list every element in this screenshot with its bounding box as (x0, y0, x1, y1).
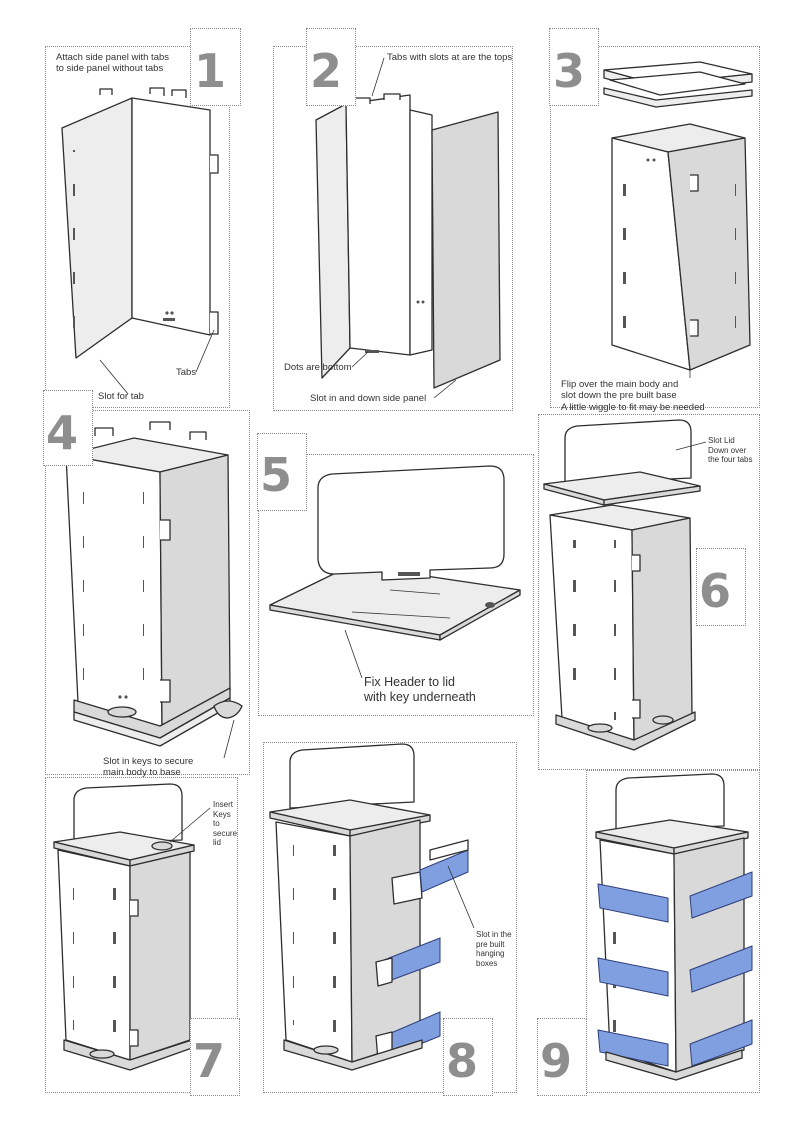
leader-line (433, 379, 457, 399)
step-6-number-box (696, 548, 746, 626)
step-3-panel (550, 46, 760, 408)
step-5-number-box (257, 433, 307, 511)
step-5-illustration (269, 465, 521, 679)
step-8-number: 8 (446, 1034, 479, 1088)
step-1-number-box (190, 28, 241, 106)
step-8-instruction: Slot in the pre built hanging boxes (476, 930, 512, 968)
step-1-tabs-label: Tabs (176, 367, 197, 378)
step-8-panel (263, 742, 517, 1093)
step-4-number: 4 (46, 406, 79, 460)
step-4-instruction: Slot in keys to secure main body to base (103, 756, 194, 779)
step-5-instruction: Fix Header to lid with key underneath (364, 675, 476, 704)
step-7-panel (45, 777, 238, 1093)
step-5-number: 5 (260, 448, 293, 502)
step-8-illustration (269, 743, 475, 1071)
step-8-number-box (443, 1018, 493, 1096)
step-9-panel (586, 770, 760, 1093)
step-2-illustration (315, 93, 501, 389)
step-9-number: 9 (540, 1034, 573, 1088)
step-3-number-box (549, 28, 599, 106)
step-1-instruction: Attach side panel with tabs to side pane… (56, 52, 170, 75)
leader-line (371, 57, 385, 97)
step-3-number: 3 (553, 44, 586, 98)
step-3-instruction: Flip over the main body and slot down th… (561, 379, 705, 413)
step-1-panel (45, 46, 230, 408)
step-9-number-box (537, 1018, 587, 1096)
step-2-number-box (306, 28, 356, 106)
step-6-instruction: Slot Lid Down over the four tabs (708, 436, 753, 465)
step-2-tabs-label: Tabs with slots at are the tops (387, 52, 513, 63)
leader-line (195, 329, 215, 373)
step-5-panel (258, 454, 534, 716)
step-2-panel (273, 46, 513, 411)
step-2-slot-label: Slot in and down side panel (310, 393, 427, 404)
step-6-number: 6 (699, 564, 732, 618)
step-2-dots-label: Dots are bottom (284, 362, 352, 373)
step-2-number: 2 (310, 44, 343, 98)
step-4-illustration (65, 421, 243, 747)
step-7-number-box (190, 1018, 240, 1096)
step-6-panel (538, 414, 760, 770)
step-4-number-box (43, 390, 93, 466)
step-1-illustration (61, 87, 219, 359)
step-6-illustration (543, 419, 707, 751)
leader-line (99, 359, 129, 395)
step-1-slot-label: Slot for tab (98, 391, 144, 402)
leader-line (351, 351, 369, 368)
step-7-instruction: Insert Keys to secure lid (213, 800, 238, 848)
step-7-illustration (53, 783, 211, 1071)
leader-line (223, 719, 235, 759)
step-9-illustration (595, 773, 753, 1081)
step-3-illustration (603, 61, 753, 371)
step-7-number: 7 (193, 1034, 226, 1088)
step-4-panel (45, 410, 250, 775)
step-1-number: 1 (194, 44, 227, 98)
